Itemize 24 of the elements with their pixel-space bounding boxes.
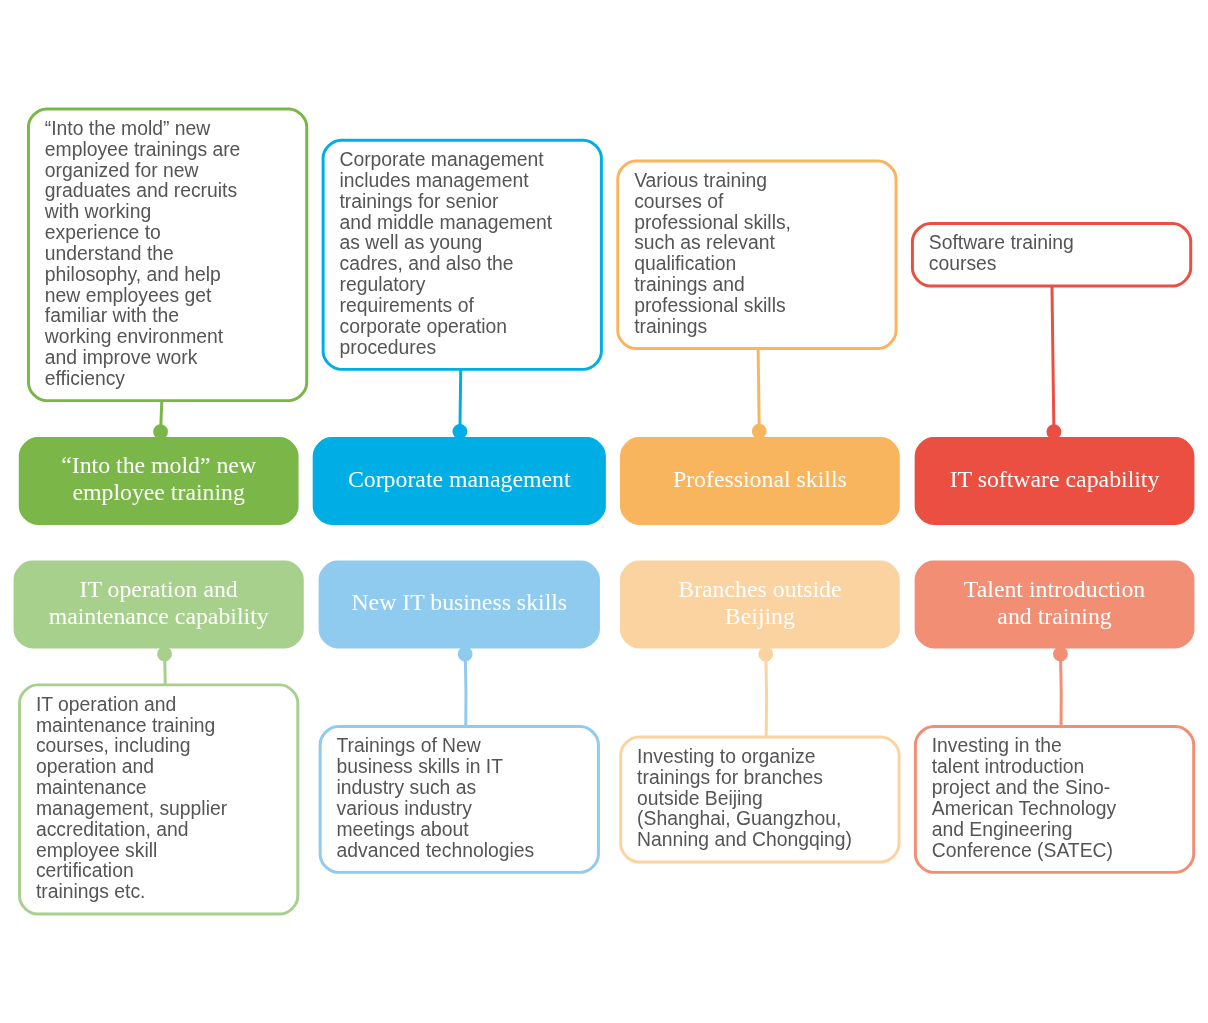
node-box: Trainings of New business skills in IT industry such as various industry meetings about advanced technologies — [318, 725, 600, 874]
connector — [751, 349, 767, 439]
connector — [1053, 646, 1068, 727]
node-box: Investing to organize trainings for branches outside Beijing (Shanghai, Guangzhou, Nanning and Chongqing) — [619, 735, 901, 864]
connector — [452, 369, 468, 439]
node-box: Various training courses of professional skills, such as relevant qualification trainings and professional skills trainings — [616, 159, 898, 351]
node-box: Branches outside Beijing — [620, 560, 900, 649]
connector — [153, 400, 168, 440]
node-box: “Into the mold” new employee training — [18, 437, 299, 525]
connector — [1046, 286, 1062, 440]
node-box: IT operation and maintenance capability — [13, 560, 304, 649]
node-box: IT operation and maintenance training courses, including operation and maintenance management, supplier accreditation, and employee skill certification trainings etc. — [18, 683, 300, 916]
connector — [758, 646, 774, 737]
node-box: Professional skills — [620, 437, 900, 525]
connector — [157, 646, 172, 685]
node-box: Investing in the talent introduction project and the Sino-American Technology and Engineering Conference (SATEC) — [913, 725, 1196, 874]
node-box: Corporate management — [312, 437, 606, 525]
node-box: Software training courses — [910, 222, 1193, 288]
node-box: Corporate management includes management trainings for senior and middle management as well as young cadres, and also the regulatory requirements of corporate operation procedures — [321, 138, 603, 371]
node-box: IT software capability — [914, 437, 1195, 525]
node-box: Talent introduction and training — [914, 560, 1195, 649]
connector — [457, 646, 473, 727]
node-box: New IT business skills — [318, 560, 600, 649]
node-box: “Into the mold” new employee trainings are organized for new graduates and recruits with working experience to understand the philosophy, and help new employees get familiar with the working environment and improve work efficiency — [26, 107, 309, 403]
